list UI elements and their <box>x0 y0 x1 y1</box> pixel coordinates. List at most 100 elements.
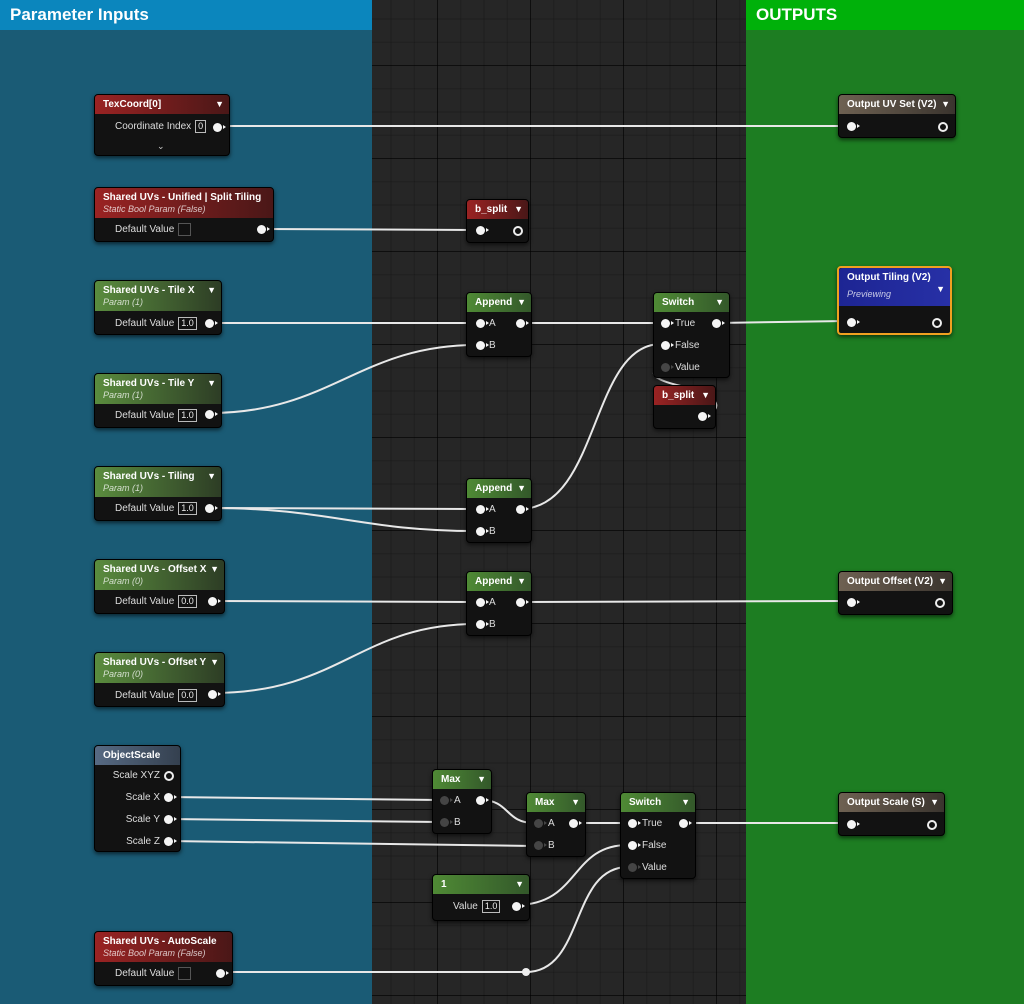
output-pin[interactable] <box>512 902 525 911</box>
output-pin[interactable] <box>208 597 221 606</box>
coordinate-index-field[interactable]: 0 <box>195 120 207 133</box>
node-header[interactable]: TexCoord[0]▼ <box>95 95 229 114</box>
node-header[interactable]: Append▼ <box>467 479 531 498</box>
chevron-down-icon[interactable]: ▼ <box>515 879 524 889</box>
output-pin[interactable] <box>927 820 937 830</box>
chevron-down-icon[interactable]: ▼ <box>514 204 523 214</box>
input-a-pin[interactable] <box>440 796 453 805</box>
switch-node[interactable]: Switch▼ True False Value <box>653 292 730 378</box>
input-a-pin[interactable] <box>476 598 489 607</box>
output-pin[interactable] <box>476 796 489 805</box>
chevron-down-icon[interactable]: ▼ <box>715 297 724 307</box>
scale-xyz-pin[interactable] <box>164 771 174 781</box>
output-pin[interactable] <box>712 319 725 328</box>
parameter-inputs-title[interactable]: Parameter Inputs <box>0 0 372 30</box>
reroute-node[interactable] <box>522 968 530 976</box>
input-pin[interactable] <box>847 598 860 607</box>
chevron-down-icon[interactable]: ▼ <box>701 390 710 400</box>
input-pin[interactable] <box>847 122 860 131</box>
input-true-pin[interactable] <box>628 819 641 828</box>
chevron-down-icon[interactable]: ▼ <box>210 657 219 667</box>
switch-node[interactable]: Switch▼ True False Value <box>620 792 696 879</box>
default-value-field[interactable]: 1.0 <box>178 317 197 330</box>
chevron-down-icon[interactable]: ▼ <box>571 797 580 807</box>
node-header[interactable]: Switch▼ <box>654 293 729 312</box>
node-header[interactable]: Output Scale (S)▼ <box>839 793 944 812</box>
default-value-field[interactable]: 0.0 <box>178 689 197 702</box>
chevron-down-icon[interactable]: ▼ <box>207 378 216 388</box>
output-pin[interactable] <box>205 410 218 419</box>
node-header[interactable]: Output UV Set (V2)▼ <box>839 95 955 114</box>
input-false-pin[interactable] <box>661 341 674 350</box>
default-value-checkbox[interactable] <box>178 223 192 236</box>
output-pin[interactable] <box>208 690 221 699</box>
node-header[interactable]: Append▼ <box>467 293 531 312</box>
b-split-node[interactable]: b_split▼ <box>653 385 716 429</box>
input-b-pin[interactable] <box>440 818 453 827</box>
node-header[interactable]: Append▼ <box>467 572 531 591</box>
max-node[interactable]: Max▼ A B <box>432 769 492 834</box>
input-value-pin[interactable] <box>628 863 641 872</box>
input-a-pin[interactable] <box>534 819 547 828</box>
node-header[interactable]: b_split▼ <box>654 386 715 405</box>
output-pin[interactable] <box>216 969 229 978</box>
chevron-down-icon[interactable]: ▼ <box>477 774 486 784</box>
append-node[interactable]: Append▼ A B <box>466 571 532 636</box>
output-pin[interactable] <box>516 598 529 607</box>
chevron-down-icon[interactable]: ▼ <box>517 483 526 493</box>
input-value-pin[interactable] <box>661 363 674 372</box>
input-b-pin[interactable] <box>476 527 489 536</box>
output-pin[interactable] <box>257 225 270 234</box>
node-header[interactable]: Max▼ <box>527 793 585 812</box>
node-header[interactable]: Output Tiling (V2)Previewing▼ <box>839 268 950 306</box>
expand-chevron-icon[interactable]: ⌄ <box>157 141 165 151</box>
input-true-pin[interactable] <box>661 319 674 328</box>
node-header[interactable]: Output Offset (V2)▼ <box>839 572 952 591</box>
append-node[interactable]: Append▼ A B <box>466 292 532 357</box>
chevron-down-icon[interactable]: ▼ <box>941 99 950 109</box>
outputs-comment-box[interactable]: OUTPUTS <box>746 0 1024 1004</box>
output-pin[interactable] <box>205 504 218 513</box>
node-header[interactable]: Switch▼ <box>621 793 695 812</box>
chevron-down-icon[interactable]: ▼ <box>207 471 216 481</box>
object-scale-node[interactable]: ObjectScale Scale XYZ Scale X Scale Y Sc… <box>94 745 181 852</box>
output-pin[interactable] <box>513 226 523 236</box>
chevron-down-icon[interactable]: ▼ <box>517 576 526 586</box>
input-pin[interactable] <box>847 318 860 327</box>
scale-z-pin[interactable] <box>164 837 177 846</box>
value-field[interactable]: 1.0 <box>481 900 501 913</box>
chevron-down-icon[interactable]: ▼ <box>938 576 947 586</box>
b-split-node[interactable]: b_split▼ <box>466 199 529 243</box>
default-value-field[interactable]: 0.0 <box>178 595 197 608</box>
input-b-pin[interactable] <box>476 341 489 350</box>
output-tiling-node[interactable]: Output Tiling (V2)Previewing▼ <box>837 266 952 335</box>
output-pin[interactable] <box>569 819 582 828</box>
chevron-down-icon[interactable]: ▼ <box>215 99 224 109</box>
input-pin[interactable] <box>847 820 860 829</box>
output-pin[interactable] <box>935 598 945 608</box>
chevron-down-icon[interactable]: ▼ <box>681 797 690 807</box>
input-b-pin[interactable] <box>534 841 547 850</box>
output-pin[interactable] <box>516 319 529 328</box>
chevron-down-icon[interactable]: ▼ <box>207 285 216 295</box>
outputs-title[interactable]: OUTPUTS <box>746 0 1024 30</box>
append-node[interactable]: Append▼ A B <box>466 478 532 543</box>
input-false-pin[interactable] <box>628 841 641 850</box>
output-pin[interactable] <box>205 319 218 328</box>
chevron-down-icon[interactable]: ▼ <box>936 284 945 294</box>
default-value-field[interactable]: 1.0 <box>178 409 197 422</box>
